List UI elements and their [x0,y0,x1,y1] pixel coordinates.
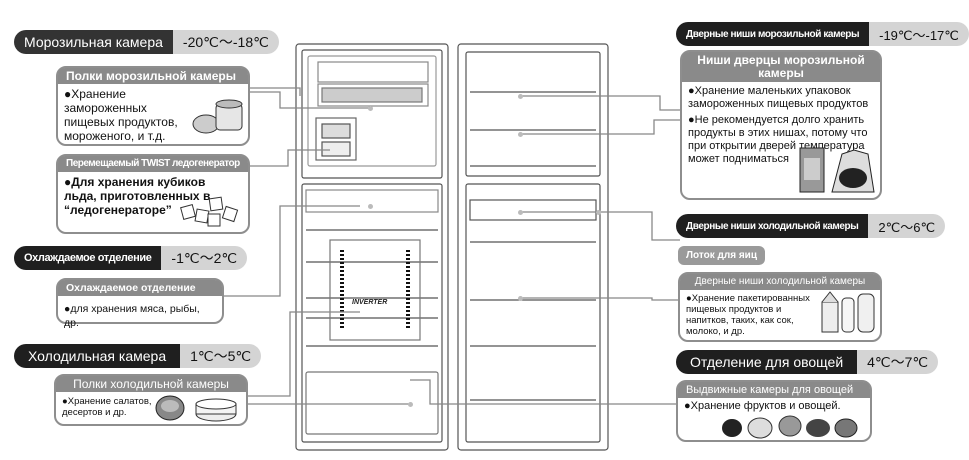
chiller-label: Охлаждаемое отделение [14,246,162,270]
vegetable-label: Отделение для овощей [676,350,858,374]
freezer-door-label: Дверные ниши морозильной камеры [676,22,870,46]
fridge-diagram: INVERTER [224,43,680,451]
chiller-header: Охлаждаемое отделение -1℃～2℃ [14,246,248,270]
fridge-door-label: Дверные ниши холодильной камеры [676,214,869,238]
vegetable-temp: 4℃～7℃ [857,350,939,374]
fridge-temp: 1℃～5℃ [180,344,262,368]
drinks-icon [821,291,875,333]
icemaker-box: Перемещаемый TWIST ледогенератор ●Для хр… [56,154,250,234]
ice-cream-icon [192,99,243,134]
freezer-shelves-text: ●Хранение замороженных пищевых продуктов… [64,87,178,143]
freezer-shelves-title: Полки морозильной камеры [58,68,248,84]
freezer-door-title: Ниши дверцы морозильной камеры [682,52,880,82]
fridge-header: Холодильная камера 1℃～5℃ [14,344,262,368]
vegetable-text: ●Хранение фруктов и овощей. [684,400,841,412]
marker-dot [518,94,523,99]
fridge-shelves-box: Полки холодильной камеры ●Хранение салат… [54,374,248,426]
chiller-box: Охлаждаемое отделение ●для хранения мяса… [56,278,224,329]
freezer-door-temp: -19℃～-17℃ [869,22,969,46]
chiller-temp: -1℃～2℃ [161,246,248,270]
fridge-door-box: Дверные ниши холодильной камеры ●Хранени… [678,272,882,342]
fridge-shelves-text: ●Хранение салатов, десертов и др. [62,396,152,418]
freezer-label: Морозильная камера [14,30,173,54]
marker-dot [518,296,523,301]
fridge-door-header: Дверные ниши холодильной камеры 2℃～6℃ [676,214,946,238]
chiller-text: ●для хранения мяса, рыбы, др. [64,303,200,329]
vegetables-icon [722,415,858,439]
freezer-shelves-box: Полки морозильной камеры ●Хранение замор… [56,66,250,146]
vegetable-header: Отделение для овощей 4℃～7℃ [676,350,939,374]
marker-dot [408,402,413,407]
salad-bowl-icon [155,395,237,422]
freezer-header: Морозильная камера -20℃～-18℃ [14,30,279,54]
freezer-door-text2: ●Не рекомендуется долго хранить продукты… [688,114,868,165]
freezer-door-box: Ниши дверцы морозильной камеры ●Хранение… [680,50,882,200]
frozen-food-icon [799,147,875,193]
marker-dot [368,106,373,111]
fridge-label: Холодильная камера [14,344,181,368]
icemaker-title: Перемещаемый TWIST ледогенератор [58,156,248,172]
chiller-title: Охлаждаемое отделение [58,280,222,296]
fridge-shelves-title: Полки холодильной камеры [56,376,246,392]
door-body [457,43,609,451]
inverter-label: INVERTER [352,299,387,306]
egg-tray-label: Лоток для яиц [678,246,765,265]
vegetable-box: Выдвижные камеры для овощей ●Хранение фр… [676,380,872,442]
freezer-door-text1: ●Хранение маленьких упаковок замороженны… [688,85,869,110]
marker-dot [518,132,523,137]
freezer-door-header: Дверные ниши морозильной камеры -19℃～-17… [676,22,969,46]
fridge-door-text: ●Хранение пакетированных пищевых продукт… [686,293,810,337]
fridge-door-temp: 2℃～6℃ [868,214,946,238]
marker-dot [368,204,373,209]
marker-dot [596,210,601,215]
icemaker-text: ●Для хранения кубиков льда, приготовленн… [64,175,211,217]
fridge-door-title: Дверные ниши холодильной камеры [680,274,880,290]
vegetable-title: Выдвижные камеры для овощей [678,382,870,398]
ice-cubes-icon [180,196,239,227]
marker-dot [518,210,523,215]
freezer-temp: -20℃～-18℃ [172,30,279,54]
fridge-body [295,43,449,451]
